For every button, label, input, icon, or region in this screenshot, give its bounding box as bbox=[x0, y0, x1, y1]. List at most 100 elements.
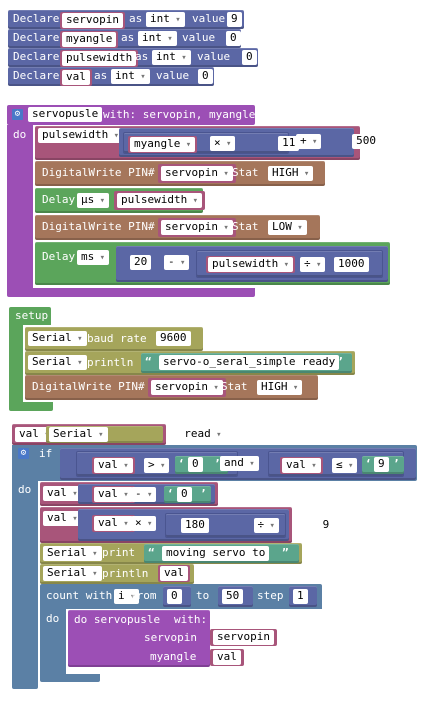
number-field[interactable]: 180 bbox=[181, 518, 209, 533]
number-field[interactable]: 0 bbox=[167, 589, 182, 604]
serial-port-dropdown[interactable]: Serial bbox=[49, 427, 108, 442]
pulsewidth-variable[interactable]: pulsewidth bbox=[206, 256, 296, 273]
procedure-header[interactable]: ⚙ servopusle with: servopin, myangle bbox=[7, 105, 255, 125]
delay-unit-dropdown[interactable]: µs bbox=[77, 193, 110, 208]
text-string-block[interactable]: “ moving servo to ” bbox=[144, 544, 299, 563]
set-val-times-block[interactable]: val val × 180 ÷ 9 bbox=[40, 507, 334, 543]
gear-icon[interactable]: ⚙ bbox=[18, 448, 29, 459]
number-field[interactable]: 1 bbox=[293, 589, 308, 604]
text-string-block[interactable]: ‘ 9 ’ bbox=[362, 456, 404, 474]
set-pulsewidth-block[interactable]: pulsewidth myangle × 11 + 500 bbox=[35, 126, 380, 160]
baud-rate-field[interactable]: 9600 bbox=[156, 331, 191, 346]
serial-port-dropdown[interactable]: Serial bbox=[28, 355, 87, 370]
string-field[interactable]: servo-o_seral_simple ready bbox=[159, 355, 340, 370]
operator-dropdown[interactable]: > bbox=[144, 458, 170, 473]
value-field[interactable]: 0 bbox=[226, 31, 241, 46]
logic-operator-dropdown[interactable]: and bbox=[220, 456, 259, 471]
type-dropdown[interactable]: int bbox=[146, 12, 185, 27]
operator-dropdown[interactable]: ÷ bbox=[300, 257, 326, 272]
subtract-expression[interactable]: val - ‘ 0 ’ bbox=[78, 484, 215, 504]
text-string-block[interactable]: “ servo-o_seral_simple ready ” bbox=[141, 353, 352, 373]
set-variable-dropdown[interactable]: pulsewidth bbox=[38, 128, 124, 143]
divide-expression[interactable]: pulsewidth ÷ 1000 bbox=[196, 250, 383, 278]
from-number-block[interactable]: 0 bbox=[163, 586, 191, 607]
procedure-call-block[interactable]: do servopusle with: servopin myangle bbox=[68, 610, 210, 667]
value-field[interactable]: 0 bbox=[198, 69, 213, 84]
variable-name-field[interactable]: val bbox=[60, 69, 92, 86]
number-field[interactable]: 50 bbox=[222, 589, 244, 604]
operator-dropdown[interactable]: × bbox=[210, 136, 236, 151]
procedure-name-field[interactable]: servopusle bbox=[28, 107, 103, 122]
gear-icon[interactable]: ⚙ bbox=[12, 109, 23, 120]
operator-dropdown[interactable]: - bbox=[164, 255, 190, 270]
compare-expression-le[interactable]: val ≤ ‘ 9 ’ bbox=[268, 451, 404, 477]
divide-expression[interactable]: 180 ÷ 9 bbox=[165, 513, 334, 538]
value-field[interactable]: 9 bbox=[227, 12, 242, 27]
val-variable[interactable]: val bbox=[92, 515, 135, 532]
serial-port-dropdown[interactable]: Serial bbox=[43, 566, 102, 581]
text-string-block[interactable]: ‘ 0 ’ bbox=[164, 486, 211, 503]
number-field[interactable]: 1000 bbox=[334, 257, 369, 272]
set-val-serial-read-block[interactable]: val Serial read bbox=[12, 424, 226, 445]
val-variable[interactable]: val bbox=[280, 457, 323, 474]
number-field[interactable]: 20 bbox=[130, 255, 152, 270]
multiply-expression[interactable]: myangle × 11 bbox=[123, 132, 300, 154]
subtract-expression[interactable]: 20 - pulsewidth ÷ 1000 bbox=[116, 246, 388, 282]
val-variable[interactable]: val bbox=[92, 486, 135, 503]
counter-variable-dropdown[interactable]: i bbox=[114, 589, 140, 604]
string-field[interactable]: 9 bbox=[374, 457, 389, 472]
serial-print-block[interactable]: Serial print “ moving servo to ” bbox=[40, 543, 302, 564]
multiply-expression[interactable]: val × 180 ÷ 9 bbox=[78, 509, 334, 541]
arg-servopin-variable[interactable]: servopin bbox=[210, 629, 277, 646]
serial-port-dropdown[interactable]: Serial bbox=[28, 331, 87, 346]
string-field[interactable]: moving servo to bbox=[162, 546, 270, 561]
operator-dropdown[interactable]: ≤ bbox=[332, 458, 358, 473]
string-field[interactable]: 0 bbox=[177, 487, 192, 502]
text-string-block[interactable]: ‘ 0 ’ bbox=[175, 456, 228, 474]
setup-digitalwrite-block[interactable]: DigitalWrite PIN# servopin Stat HIGH bbox=[25, 375, 318, 400]
and-expression[interactable]: val > ‘ 0 ’ and val ≤ ‘ 9 ’ bbox=[60, 448, 416, 480]
declare-block-myangle[interactable]: Declare myangle as int value 0 bbox=[8, 29, 241, 48]
state-dropdown[interactable]: HIGH bbox=[268, 166, 314, 181]
type-dropdown[interactable]: int bbox=[138, 31, 177, 46]
arg-val-variable[interactable]: val bbox=[210, 649, 244, 666]
delay-us-block[interactable]: Delay µs pulsewidth bbox=[35, 188, 206, 213]
set-val-minus-block[interactable]: val val - ‘ 0 ’ bbox=[40, 482, 218, 506]
serial-port-dropdown[interactable]: Serial bbox=[43, 546, 102, 561]
val-variable[interactable]: val bbox=[92, 457, 135, 474]
to-number-block[interactable]: 50 bbox=[218, 586, 253, 607]
declare-block-pulsewidth[interactable]: Declare pulsewidth as int value 0 bbox=[8, 48, 258, 67]
setup-header[interactable]: setup bbox=[9, 307, 51, 325]
operator-dropdown[interactable]: × bbox=[131, 516, 157, 531]
type-dropdown[interactable]: int bbox=[152, 50, 191, 65]
step-number-block[interactable]: 1 bbox=[289, 586, 317, 607]
set-variable-dropdown[interactable]: val bbox=[15, 427, 54, 442]
digitalwrite-low-block[interactable]: DigitalWrite PIN# servopin Stat LOW bbox=[35, 215, 320, 240]
operator-dropdown[interactable]: + bbox=[296, 134, 322, 149]
pulsewidth-variable[interactable]: pulsewidth bbox=[114, 191, 206, 210]
number-field[interactable]: 11 bbox=[278, 136, 300, 151]
pin-variable[interactable]: servopin bbox=[148, 378, 226, 397]
serial-baud-block[interactable]: Serial baud rate 9600 bbox=[25, 327, 203, 351]
myangle-variable[interactable]: myangle bbox=[128, 136, 198, 153]
delay-unit-dropdown[interactable]: ms bbox=[77, 250, 110, 265]
operator-dropdown[interactable]: ÷ bbox=[253, 518, 279, 533]
serial-println-val-block[interactable]: Serial println val bbox=[40, 564, 194, 584]
declare-block-servopin[interactable]: Declare servopin as int value 9 bbox=[8, 10, 244, 29]
serial-read-block[interactable]: Serial read bbox=[46, 426, 226, 443]
declare-block-val[interactable]: Declare val as int value 0 bbox=[8, 67, 214, 86]
variable-name-field[interactable]: myangle bbox=[60, 31, 119, 48]
set-variable-dropdown[interactable]: val bbox=[43, 486, 82, 501]
pin-variable[interactable]: servopin bbox=[158, 218, 236, 237]
count-with-header[interactable]: count with i from 0 to 50 step 1 bbox=[40, 584, 322, 609]
pin-variable[interactable]: servopin bbox=[158, 164, 236, 183]
string-field[interactable]: 0 bbox=[188, 457, 203, 472]
add-expression[interactable]: myangle × 11 + 500 bbox=[119, 128, 380, 157]
read-dropdown[interactable]: read bbox=[180, 427, 226, 442]
compare-expression-gt[interactable]: val > ‘ 0 ’ bbox=[76, 451, 238, 477]
val-variable[interactable]: val bbox=[158, 565, 190, 582]
variable-name-field[interactable]: pulsewidth bbox=[60, 50, 139, 67]
serial-println-block[interactable]: Serial println “ servo-o_seral_simple re… bbox=[25, 351, 355, 375]
type-dropdown[interactable]: int bbox=[111, 69, 150, 84]
value-field[interactable]: 0 bbox=[242, 50, 257, 65]
